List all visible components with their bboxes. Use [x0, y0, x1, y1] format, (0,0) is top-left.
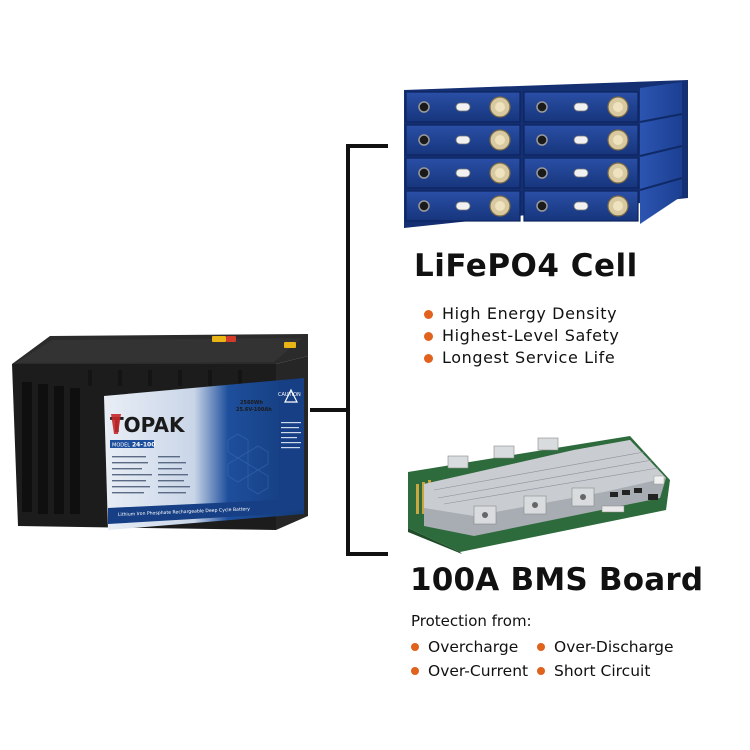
caution-label: CAUTION — [278, 392, 301, 398]
cell-terminal-icon — [536, 167, 548, 179]
list-item: High Energy Density — [420, 303, 620, 325]
cell-terminal-cap-icon — [495, 201, 505, 211]
cell-section-title: LiFePO4 Cell — [414, 248, 638, 284]
cell-terminal-icon — [418, 200, 430, 212]
cell-terminal-cap-icon — [613, 201, 623, 211]
list-item: Over-Discharge — [534, 636, 704, 658]
model-number: 24-100 — [132, 442, 155, 449]
bullet-dot-icon — [411, 643, 419, 651]
cell-feature-list: High Energy Density Highest-Level Safety… — [420, 303, 620, 369]
cell-terminal-icon — [418, 167, 430, 179]
list-item: Overcharge — [408, 636, 534, 658]
bullet-dot-icon — [537, 643, 545, 651]
positive-terminal — [212, 336, 226, 342]
cell-vent-icon — [573, 102, 589, 112]
bms-section-title: 100A BMS Board — [410, 562, 704, 598]
list-item: Short Circuit — [534, 660, 704, 682]
battery-voltage: 25.6V-100Ah — [236, 407, 272, 413]
cell-terminal-icon — [536, 101, 548, 113]
bullet-dot-icon — [411, 667, 419, 675]
cell-terminal-cap-icon — [613, 135, 623, 145]
bullet-dot-icon — [424, 332, 433, 341]
cell-vent-icon — [455, 102, 471, 112]
cell-terminal-cap-icon — [613, 102, 623, 112]
cell-vent-icon — [455, 201, 471, 211]
list-item: Over-Current — [408, 660, 534, 682]
bullet-dot-icon — [424, 310, 433, 319]
cell-vent-icon — [573, 135, 589, 145]
cell-terminal-cap-icon — [495, 168, 505, 178]
model-label: MODEL — [112, 443, 130, 449]
bullet-dot-icon — [537, 667, 545, 675]
cell-vent-icon — [455, 168, 471, 178]
connector-bracket — [310, 144, 388, 556]
cell-vent-icon — [455, 135, 471, 145]
cell-terminal-icon — [536, 200, 548, 212]
cell-vent-icon — [573, 168, 589, 178]
battery-brand: TOPAK — [110, 413, 186, 437]
list-item: Highest-Level Safety — [420, 325, 620, 347]
battery-image: CAUTION TOPAK MODEL 24-100 2560Wh 25.6V-… — [12, 334, 308, 530]
bms-board-image — [408, 436, 670, 554]
battery-capacity: 2560Wh — [240, 400, 263, 406]
lifepo4-cell-pack-image — [404, 80, 688, 228]
battery-bottom-text: Lithium Iron Phosphate Rechargeable Deep… — [118, 506, 251, 518]
cell-terminal-cap-icon — [613, 168, 623, 178]
cell-vent-icon — [573, 201, 589, 211]
cell-terminal-icon — [418, 134, 430, 146]
cell-terminal-icon — [536, 134, 548, 146]
protection-label: Protection from: — [411, 612, 532, 630]
protection-list: Overcharge Over-Discharge Over-Current S… — [408, 636, 708, 682]
bullet-dot-icon — [424, 354, 433, 363]
cell-terminal-cap-icon — [495, 135, 505, 145]
list-item: Longest Service Life — [420, 347, 620, 369]
cell-terminal-cap-icon — [495, 102, 505, 112]
cell-terminal-icon — [418, 101, 430, 113]
